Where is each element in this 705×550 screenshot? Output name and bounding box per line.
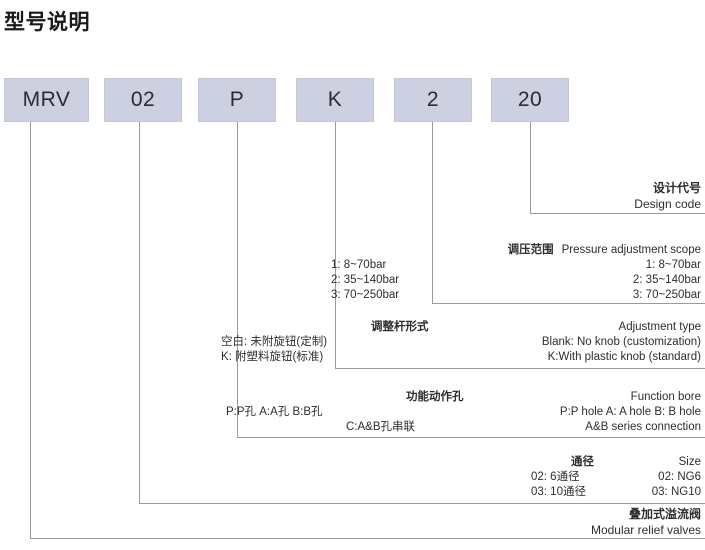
adjustment-type-cn-title: 调整杆形式 — [371, 321, 429, 333]
pressure-scope-cn-3: 3: 70~250bar — [331, 289, 400, 301]
adjustment-type-cn-2: K: 附塑料旋钮(标准) — [221, 351, 324, 363]
adjustment-type-row: K: 附塑料旋钮(标准) K:With plastic knob (standa… — [221, 350, 701, 365]
size-cn-1: 02: 6通径 — [531, 471, 580, 483]
adjustment-type-en-title: Adjustment type — [618, 321, 701, 333]
annotation-pressure-scope: 调压范围 Pressure adjustment scope 1: 8~70ba… — [271, 243, 701, 303]
design-code-cn: 设计代号 — [652, 181, 701, 195]
size-row: 02: 6通径 02: NG6 — [531, 470, 701, 485]
function-bore-cn-title: 功能动作孔 — [406, 391, 464, 403]
annotation-product: 叠加式溢流阀 Modular relief valves — [591, 506, 701, 538]
pressure-scope-en-3: 3: 70~250bar — [632, 289, 701, 301]
size-en-2: 03: NG10 — [651, 486, 701, 498]
pressure-scope-cn-2: 2: 35~140bar — [331, 274, 400, 286]
product-cn: 叠加式溢流阀 — [628, 507, 701, 521]
annotation-adjustment-type: 调整杆形式 Adjustment type 空白: 未附旋钮(定制) Blank… — [221, 320, 701, 365]
page-title: 型号说明 — [4, 11, 90, 34]
pressure-scope-en-title: Pressure adjustment scope — [561, 244, 701, 256]
pressure-scope-cn-title: 调压范围 — [507, 244, 554, 256]
adjustment-type-row: 空白: 未附旋钮(定制) Blank: No knob (customizati… — [221, 335, 701, 350]
function-bore-row: P:P孔 A:A孔 B:B孔 P:P hole A: A hole B: B h… — [226, 405, 701, 420]
function-bore-en-2: A&B series connection — [585, 421, 701, 433]
adjustment-type-en-1: Blank: No knob (customization) — [541, 336, 701, 348]
pressure-scope-row: 3: 70~250bar 3: 70~250bar — [271, 288, 701, 303]
pressure-scope-row: 1: 8~70bar 1: 8~70bar — [271, 258, 701, 273]
adjustment-type-cn-1: 空白: 未附旋钮(定制) — [221, 336, 328, 348]
model-code-row: MRV 02 P K 2 20 — [0, 78, 705, 122]
function-bore-cn-2: C:A&B孔串联 — [346, 421, 416, 433]
code-box-pressure-scope[interactable]: 2 — [394, 78, 472, 122]
pressure-scope-cn-1: 1: 8~70bar — [331, 259, 387, 271]
pressure-scope-en-1: 1: 8~70bar — [645, 259, 701, 271]
function-bore-cn-1: P:P孔 A:A孔 B:B孔 — [226, 406, 323, 418]
annotation-function-bore: 功能动作孔 Function bore P:P孔 A:A孔 B:B孔 P:P h… — [226, 390, 701, 435]
pressure-scope-en-2: 2: 35~140bar — [632, 274, 701, 286]
leader-size — [139, 122, 705, 504]
size-en-title: Size — [678, 456, 701, 468]
code-box-adjustment-type[interactable]: K — [296, 78, 374, 122]
code-box-function-bore[interactable]: P — [198, 78, 276, 122]
size-en-1: 02: NG6 — [658, 471, 701, 483]
adjustment-type-en-2: K:With plastic knob (standard) — [547, 351, 701, 363]
size-row: 03: 10通径 03: NG10 — [531, 485, 701, 500]
product-en: Modular relief valves — [590, 523, 701, 537]
function-bore-en-title: Function bore — [630, 391, 701, 403]
code-box-design-code[interactable]: 20 — [491, 78, 569, 122]
size-cn-title: 通径 — [571, 456, 594, 468]
pressure-scope-row: 2: 35~140bar 2: 35~140bar — [271, 273, 701, 288]
annotation-size: 通径 Size 02: 6通径 02: NG6 03: 10通径 03: NG1… — [531, 455, 701, 500]
code-box-size[interactable]: 02 — [104, 78, 182, 122]
code-box-series[interactable]: MRV — [4, 78, 89, 122]
design-code-en: Design code — [634, 197, 701, 211]
function-bore-row: C:A&B孔串联 A&B series connection — [226, 420, 701, 435]
annotation-design-code: 设计代号 Design code — [634, 180, 701, 212]
size-cn-2: 03: 10通径 — [531, 486, 586, 498]
function-bore-en-1: P:P hole A: A hole B: B hole — [559, 406, 701, 418]
